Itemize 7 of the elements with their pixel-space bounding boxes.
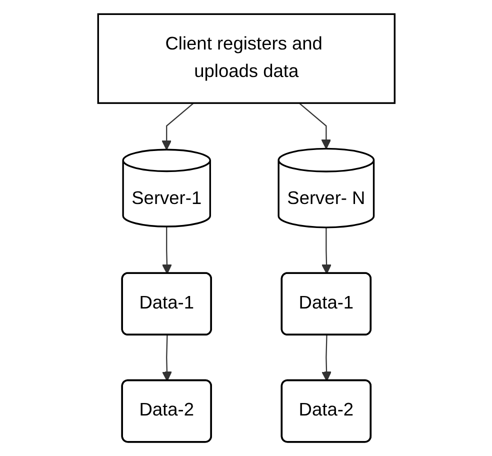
arrow [321, 335, 332, 382]
arrow [321, 227, 332, 274]
arrow [298, 102, 331, 150]
node-box: Client registers and uploads data [96, 13, 396, 104]
arrow [161, 102, 194, 150]
arrow [162, 335, 172, 382]
arrow [162, 226, 172, 274]
